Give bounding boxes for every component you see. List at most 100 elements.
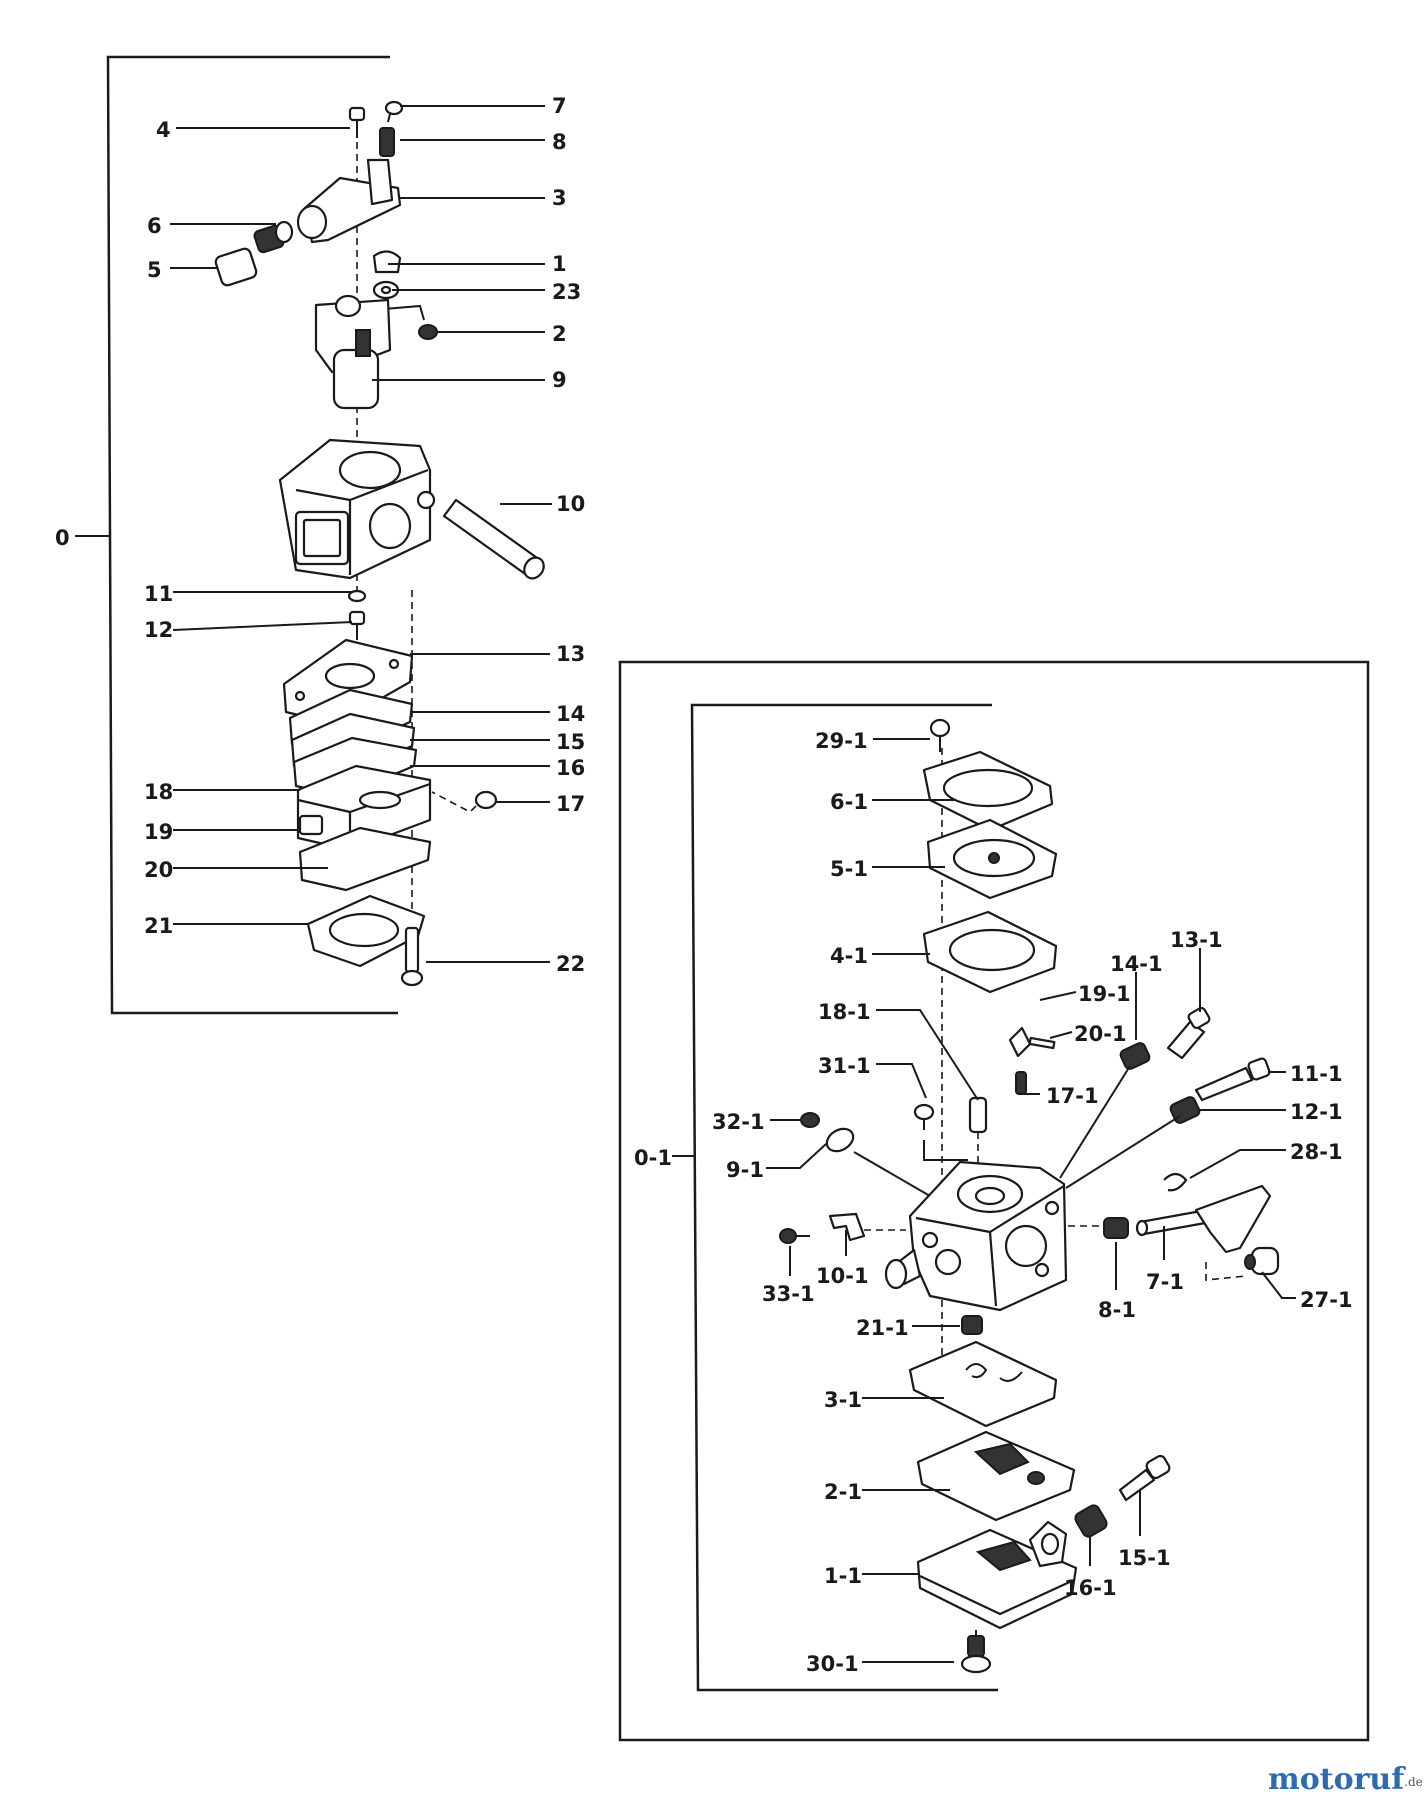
callout-label-b-13-1: 13-1 xyxy=(1170,928,1223,952)
callout-label-b-11-1: 11-1 xyxy=(1290,1062,1343,1086)
leader-line-b-20-1 xyxy=(1049,1031,1073,1039)
screw-13-1 xyxy=(1166,1006,1211,1060)
screw-29-1 xyxy=(929,718,951,752)
screw-32-1 xyxy=(800,1112,820,1128)
lever-3 xyxy=(296,158,402,244)
pump-cover-1-1 xyxy=(916,1520,1078,1630)
callout-label-b-6-1: 6-1 xyxy=(830,790,868,814)
callout-label-b-2-1: 2-1 xyxy=(824,1480,862,1504)
callout-label-b-8-1: 8-1 xyxy=(1098,1298,1136,1322)
pin-20-1 xyxy=(1028,1036,1056,1050)
screw-33-1 xyxy=(779,1228,810,1244)
gasket-4-1 xyxy=(922,910,1058,994)
assembly-b-parts xyxy=(779,718,1280,1674)
o-ring-11 xyxy=(347,589,367,603)
callout-label-a-11: 11 xyxy=(144,582,173,606)
washer-21-1 xyxy=(961,1315,983,1335)
pump-body-18 xyxy=(296,764,432,852)
clip-10-1 xyxy=(828,1212,906,1242)
screw-15-1 xyxy=(1118,1454,1171,1502)
callout-label-a-16: 16 xyxy=(556,756,585,780)
callout-label-b-30-1: 30-1 xyxy=(806,1652,859,1676)
callout-label-a-19: 19 xyxy=(144,820,173,844)
callout-label-b-20-1: 20-1 xyxy=(1074,1022,1127,1046)
callout-label-b-31-1: 31-1 xyxy=(818,1054,871,1078)
callout-label-b-12-1: 12-1 xyxy=(1290,1100,1343,1124)
gasket-3-1 xyxy=(908,1340,1058,1428)
callout-label-a-8: 8 xyxy=(552,130,567,154)
screw-11-1 xyxy=(1194,1057,1271,1102)
screw-22 xyxy=(400,926,424,987)
callout-label-b-7-1: 7-1 xyxy=(1146,1270,1184,1294)
assembly-a-parts xyxy=(214,100,545,987)
callout-label-b-5-1: 5-1 xyxy=(830,857,868,881)
spring-16-1 xyxy=(1074,1504,1108,1538)
callout-label-a-1: 1 xyxy=(552,252,567,276)
callout-label-a-4: 4 xyxy=(156,118,171,142)
callout-label-a-2: 2 xyxy=(552,322,567,346)
callout-label-a-18: 18 xyxy=(144,780,173,804)
cover-21 xyxy=(306,894,426,968)
callout-label-b-0-1: 0-1 xyxy=(634,1146,672,1170)
throttle-housing-9 xyxy=(314,294,392,410)
screw-17 xyxy=(431,790,498,813)
spring-17-1 xyxy=(1015,1071,1027,1095)
callout-label-a-3: 3 xyxy=(552,186,567,210)
assembly-b-inner-bracket xyxy=(690,703,998,1692)
callout-label-a-14: 14 xyxy=(556,702,585,726)
callout-label-b-33-1: 33-1 xyxy=(762,1282,815,1306)
callout-label-a-13: 13 xyxy=(556,642,585,666)
cover-6-1 xyxy=(922,750,1054,832)
spring-8 xyxy=(379,127,395,157)
callout-label-a-21: 21 xyxy=(144,914,173,938)
spring-14-1 xyxy=(1119,1042,1151,1070)
leader-line-b-28-1 xyxy=(1189,1149,1286,1179)
watermark-text: motoruf xyxy=(1268,1762,1405,1797)
spring-6 xyxy=(253,220,294,254)
callout-label-b-29-1: 29-1 xyxy=(815,729,868,753)
callout-label-a-23: 23 xyxy=(552,280,581,304)
diaphragm-5-1 xyxy=(926,818,1058,900)
spring-8-1 xyxy=(1068,1217,1129,1239)
callout-label-a-0: 0 xyxy=(55,526,70,550)
callout-label-b-1-1: 1-1 xyxy=(824,1564,862,1588)
callout-label-b-9-1: 9-1 xyxy=(726,1158,764,1182)
gasket-20 xyxy=(298,826,432,892)
carburetor-body-b xyxy=(884,1160,1068,1312)
carburetor-body xyxy=(278,438,436,580)
callout-label-a-20: 20 xyxy=(144,858,173,882)
screw-7 xyxy=(384,100,404,123)
screw-30-1 xyxy=(960,1630,992,1674)
screw-31-1 xyxy=(913,1103,968,1161)
callout-label-b-4-1: 4-1 xyxy=(830,944,868,968)
callout-label-b-10-1: 10-1 xyxy=(816,1264,869,1288)
leader-line-a-12 xyxy=(172,621,353,631)
callout-label-a-22: 22 xyxy=(556,952,585,976)
callout-label-a-17: 17 xyxy=(556,792,585,816)
leader-line-b-18-1 xyxy=(876,1009,979,1101)
gasket-13 xyxy=(282,638,414,726)
callout-label-a-5: 5 xyxy=(147,258,162,282)
cap-27-1 xyxy=(1244,1246,1280,1276)
callout-label-b-19-1: 19-1 xyxy=(1078,982,1131,1006)
callout-label-b-18-1: 18-1 xyxy=(818,1000,871,1024)
disc-9-1 xyxy=(825,1127,931,1197)
callout-label-a-15: 15 xyxy=(556,730,585,754)
leader-line-b-31-1 xyxy=(876,1063,927,1099)
callout-label-b-32-1: 32-1 xyxy=(712,1110,765,1134)
callout-label-a-7: 7 xyxy=(552,94,567,118)
callout-label-b-28-1: 28-1 xyxy=(1290,1140,1343,1164)
callout-label-a-10: 10 xyxy=(556,492,585,516)
washer-23 xyxy=(372,280,400,300)
cap-1 xyxy=(372,250,402,274)
callout-label-b-14-1: 14-1 xyxy=(1110,952,1163,976)
watermark: motoruf.de xyxy=(1268,1762,1423,1797)
watermark-suffix: .de xyxy=(1404,1775,1423,1789)
leader-line-b-9-1 xyxy=(766,1143,827,1169)
assembly-b-outer-frame xyxy=(618,660,1370,1742)
callout-label-a-9: 9 xyxy=(552,368,567,392)
needle-19-1 xyxy=(1008,1026,1032,1058)
lever-28-1 xyxy=(1163,1172,1272,1281)
